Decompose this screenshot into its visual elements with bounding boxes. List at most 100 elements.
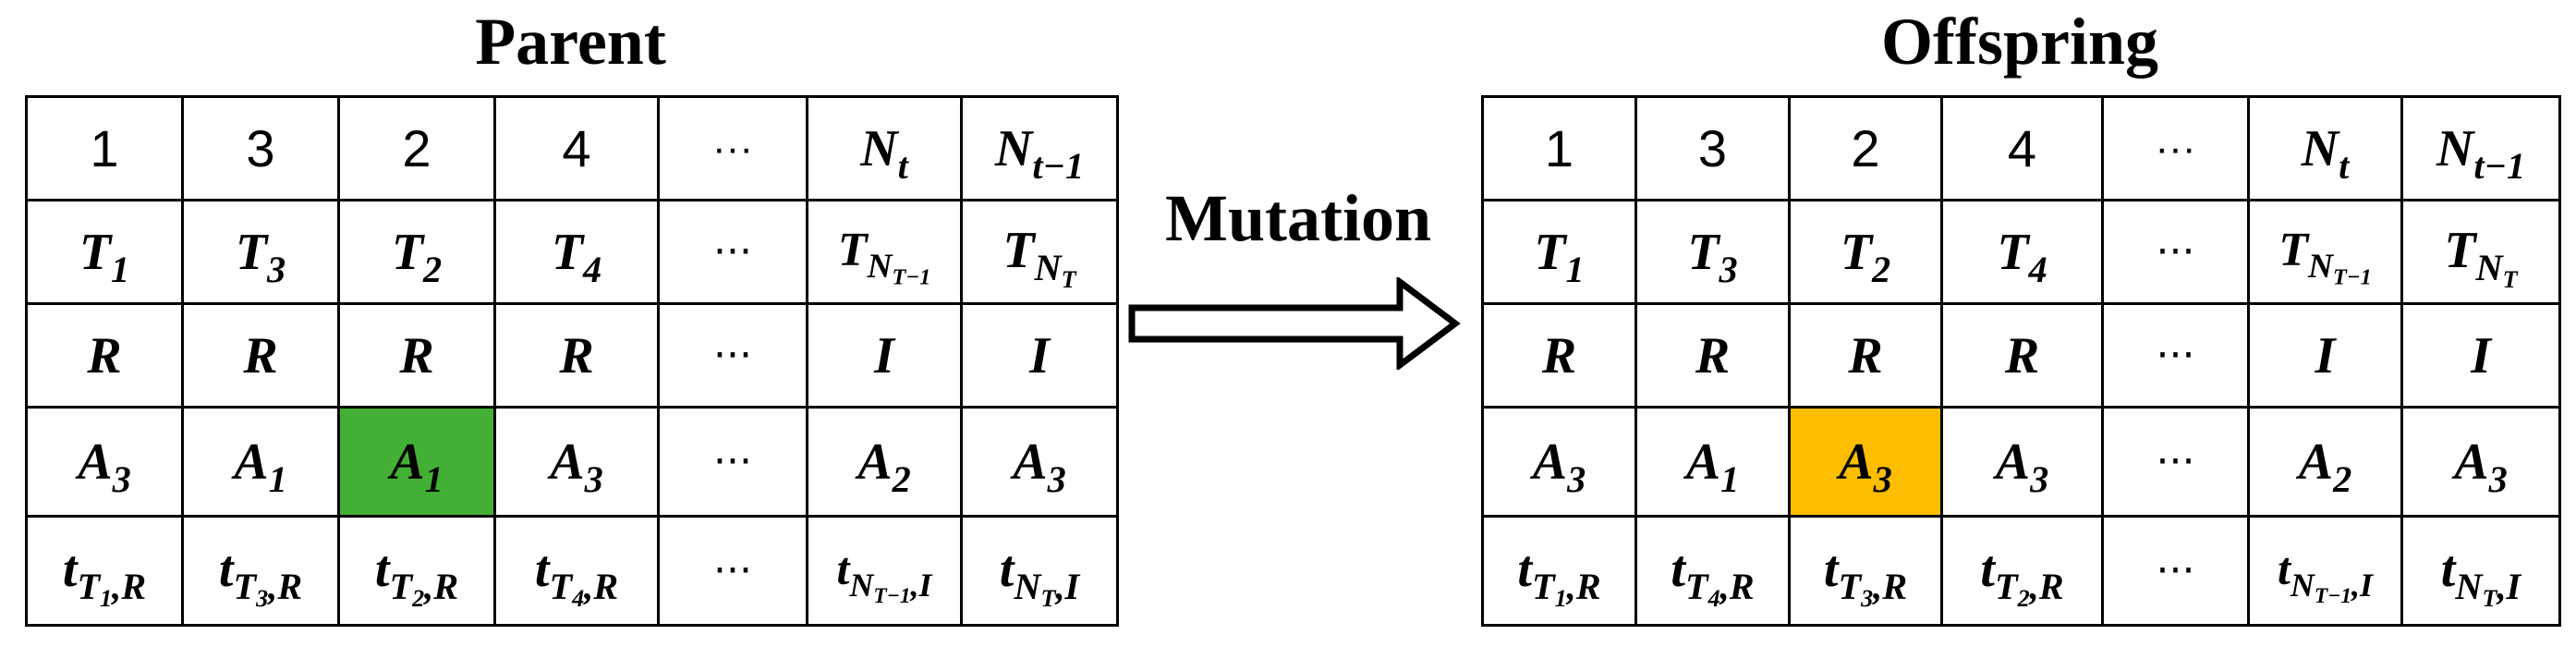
- table-cell: tT1,R: [25, 515, 184, 627]
- cell-symbol: A: [2298, 433, 2334, 491]
- parent-assignment-row: A3 A1 A1 A3 ··· A2 A3: [25, 406, 1119, 518]
- cell-symbol: t: [534, 540, 550, 598]
- table-cell: A1: [181, 406, 340, 518]
- cell-symbol: A: [857, 433, 893, 491]
- cell-subscript: T3,R: [1838, 565, 1908, 612]
- table-cell: 2: [1788, 95, 1943, 201]
- cell-value: ···: [2156, 227, 2195, 275]
- cell-symbol: t: [218, 540, 234, 598]
- cell-symbol: A: [1995, 433, 2031, 491]
- cell-value: I: [2471, 326, 2491, 385]
- cell-value: ···: [713, 331, 752, 379]
- cell-symbol: A: [1839, 433, 1874, 491]
- table-cell: T4: [493, 199, 660, 305]
- cell-value: 4: [562, 118, 591, 177]
- ellipsis-cell: ···: [657, 515, 808, 627]
- cell-subscript: 2: [2333, 458, 2352, 500]
- table-cell: Nt−1: [2400, 95, 2561, 201]
- cell-value: R: [87, 326, 122, 385]
- table-cell: A3: [493, 406, 660, 518]
- cell-symbol: t: [2440, 540, 2456, 598]
- cell-symbol: A: [550, 433, 585, 491]
- cell-subscript: 3: [584, 458, 603, 500]
- table-cell: TNT−1: [2247, 199, 2403, 305]
- cell-symbol: T: [1687, 223, 1719, 281]
- cell-subscript: NT−1,I: [2290, 566, 2374, 608]
- table-cell: 1: [25, 95, 184, 201]
- table-cell: tT2,R: [337, 515, 496, 627]
- table-cell: tT3,R: [1788, 515, 1943, 627]
- cell-value: ···: [712, 125, 753, 171]
- cell-subscript: t: [2339, 144, 2350, 187]
- ellipsis-cell: ···: [2101, 199, 2250, 305]
- cell-value: ···: [2156, 331, 2195, 379]
- cell-subscript: t: [897, 144, 908, 187]
- cell-subscript: 3: [112, 458, 131, 500]
- cell-subscript: 3: [2488, 458, 2508, 500]
- cell-subscript: 1: [1720, 458, 1740, 500]
- table-cell: A2: [2247, 406, 2403, 518]
- cell-subscript: 3: [267, 248, 286, 290]
- table-cell: tNT,I: [2400, 515, 2561, 627]
- cell-value: ···: [713, 227, 752, 275]
- cell-symbol: t: [2277, 543, 2290, 595]
- cell-subscript: 4: [583, 248, 602, 290]
- offspring-chromosome-table: 1 3 2 4 ··· Nt Nt−1 T1 T3 T2 T4 ··· TNT−…: [1481, 95, 2561, 627]
- cell-subscript: T2,R: [1994, 565, 2064, 612]
- table-cell: T3: [181, 199, 340, 305]
- cell-subscript: 3: [1873, 458, 1892, 500]
- table-cell: A2: [806, 406, 963, 518]
- table-cell: T2: [337, 199, 496, 305]
- mutation-label: Mutation: [1165, 181, 1431, 255]
- table-cell: R: [493, 302, 660, 409]
- cell-value: 4: [2007, 118, 2037, 177]
- cell-value: I: [1029, 326, 1050, 385]
- table-cell: Nt−1: [960, 95, 1119, 201]
- cell-value: R: [1848, 326, 1883, 385]
- cell-symbol: T: [1997, 223, 2029, 281]
- cell-value: ···: [713, 546, 752, 594]
- cell-subscript: NT: [1034, 246, 1076, 293]
- ellipsis-cell: ···: [2101, 515, 2250, 627]
- cell-subscript: T2,R: [389, 565, 459, 612]
- offspring-task-row: T1 T3 T2 T4 ··· TNT−1 TNT: [1481, 199, 2561, 305]
- ellipsis-cell: ···: [2101, 406, 2250, 518]
- table-cell: TNT: [2400, 199, 2561, 305]
- cell-subscript: 2: [423, 248, 443, 290]
- offspring-title: Offspring: [1880, 5, 2159, 79]
- table-cell: tNT−1,I: [2247, 515, 2403, 627]
- cell-symbol: t: [1671, 540, 1685, 598]
- table-cell: R: [181, 302, 340, 409]
- table-cell: Nt: [2247, 95, 2403, 201]
- cell-subscript: 3: [1719, 248, 1738, 290]
- cell-value: 2: [1851, 118, 1880, 177]
- table-cell: T1: [1481, 199, 1637, 305]
- table-cell: TNT: [960, 199, 1119, 305]
- cell-value: R: [2004, 326, 2040, 385]
- table-cell: tT2,R: [1940, 515, 2104, 627]
- table-cell: T4: [1940, 199, 2104, 305]
- cell-subscript: 1: [424, 458, 444, 500]
- cell-value: 1: [1544, 118, 1574, 177]
- offspring-assignment-row: A3 A1 A3 A3 ··· A2 A3: [1481, 406, 2561, 518]
- table-cell: 2: [337, 95, 496, 201]
- table-cell: R: [1788, 302, 1943, 409]
- cell-subscript: 3: [1567, 458, 1586, 500]
- table-cell: A3: [25, 406, 184, 518]
- table-cell: I: [2247, 302, 2403, 409]
- table-cell: T1: [25, 199, 184, 305]
- ellipsis-cell: ···: [657, 95, 808, 201]
- ellipsis-cell: ···: [2101, 302, 2250, 409]
- table-cell: R: [1481, 302, 1637, 409]
- cell-subscript: t−1: [1032, 144, 1085, 187]
- table-cell: R: [1634, 302, 1791, 409]
- table-cell: T2: [1788, 199, 1943, 305]
- cell-symbol: N: [2436, 119, 2474, 177]
- cell-value: ···: [2155, 125, 2196, 171]
- cell-symbol: t: [999, 540, 1015, 598]
- parent-time-row: tT1,R tT3,R tT2,R tT4,R ··· tNT−1,I tNT,…: [25, 515, 1119, 627]
- cell-symbol: A: [390, 433, 425, 491]
- cell-subscript: T1,R: [1531, 565, 1601, 612]
- cell-subscript: NT−1: [867, 247, 931, 290]
- cell-subscript: NT−1,I: [849, 566, 932, 608]
